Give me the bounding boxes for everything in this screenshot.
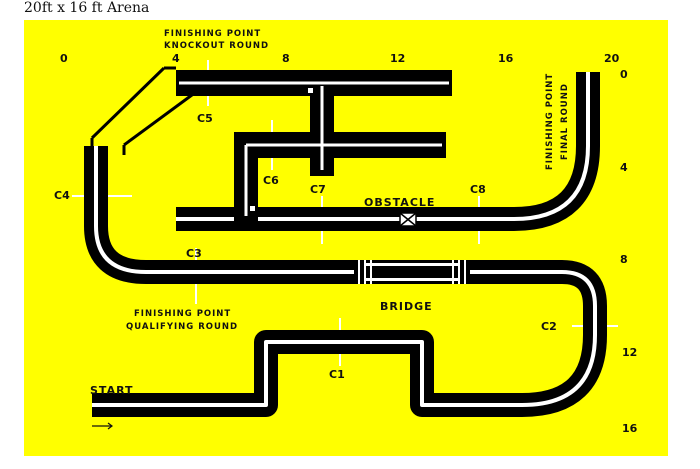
scale-top-12: 12 <box>390 52 405 65</box>
checkpoint-c3: C3 <box>186 247 202 260</box>
arena-caption: 20ft x 16 ft Arena <box>24 0 150 16</box>
checkpoint-ticks <box>72 60 618 366</box>
obstacle-track <box>176 72 600 231</box>
finish-final-line1: FINISHING POINT <box>545 73 555 170</box>
main-track <box>84 146 607 417</box>
scale-top-0: 0 <box>60 52 68 65</box>
finish-qualifying-line2: QUALIFYING ROUND <box>126 322 238 332</box>
scale-top-16: 16 <box>498 52 514 65</box>
finish-final-line2: FINAL ROUND <box>560 83 570 160</box>
arena-board: 0 4 8 12 16 20 0 4 8 12 16 C1 C2 C3 C4 C… <box>24 20 668 456</box>
start-label: START <box>90 384 134 397</box>
checkpoint-c7: C7 <box>310 183 326 196</box>
scale-right-16: 16 <box>622 422 638 435</box>
scale-top-4: 4 <box>172 52 180 65</box>
checkpoint-c1: C1 <box>329 368 345 381</box>
finish-qualifying-line1: FINISHING POINT <box>134 309 231 319</box>
scale-top-20: 20 <box>604 52 620 65</box>
start-arrow-icon <box>92 422 113 430</box>
finish-knockout-line2: KNOCKOUT ROUND <box>164 41 269 51</box>
track-diagram: 0 4 8 12 16 20 0 4 8 12 16 C1 C2 C3 C4 C… <box>54 29 638 435</box>
upper-grid-lines <box>179 81 449 216</box>
main-track-body <box>84 146 607 417</box>
obstacle-marker <box>399 212 417 227</box>
checkpoint-c2: C2 <box>541 320 557 333</box>
scale-right-0: 0 <box>620 68 628 81</box>
scale-right-4: 4 <box>620 161 628 174</box>
obstacle-track-centerline <box>176 72 590 221</box>
finish-knockout-line1: FINISHING POINT <box>164 29 261 39</box>
checkpoint-c6: C6 <box>263 174 279 187</box>
bridge <box>354 260 470 284</box>
scale-top-8: 8 <box>282 52 290 65</box>
checkpoint-c4: C4 <box>54 189 70 202</box>
obstacle-label: OBSTACLE <box>364 196 435 209</box>
checkpoint-c8: C8 <box>470 183 486 196</box>
main-track-centerline <box>92 146 597 407</box>
scale-right-8: 8 <box>620 253 628 266</box>
diagonal-link <box>90 66 208 155</box>
checkpoint-c5: C5 <box>197 112 213 125</box>
scale-right-12: 12 <box>622 346 637 359</box>
bridge-label: BRIDGE <box>380 300 433 313</box>
